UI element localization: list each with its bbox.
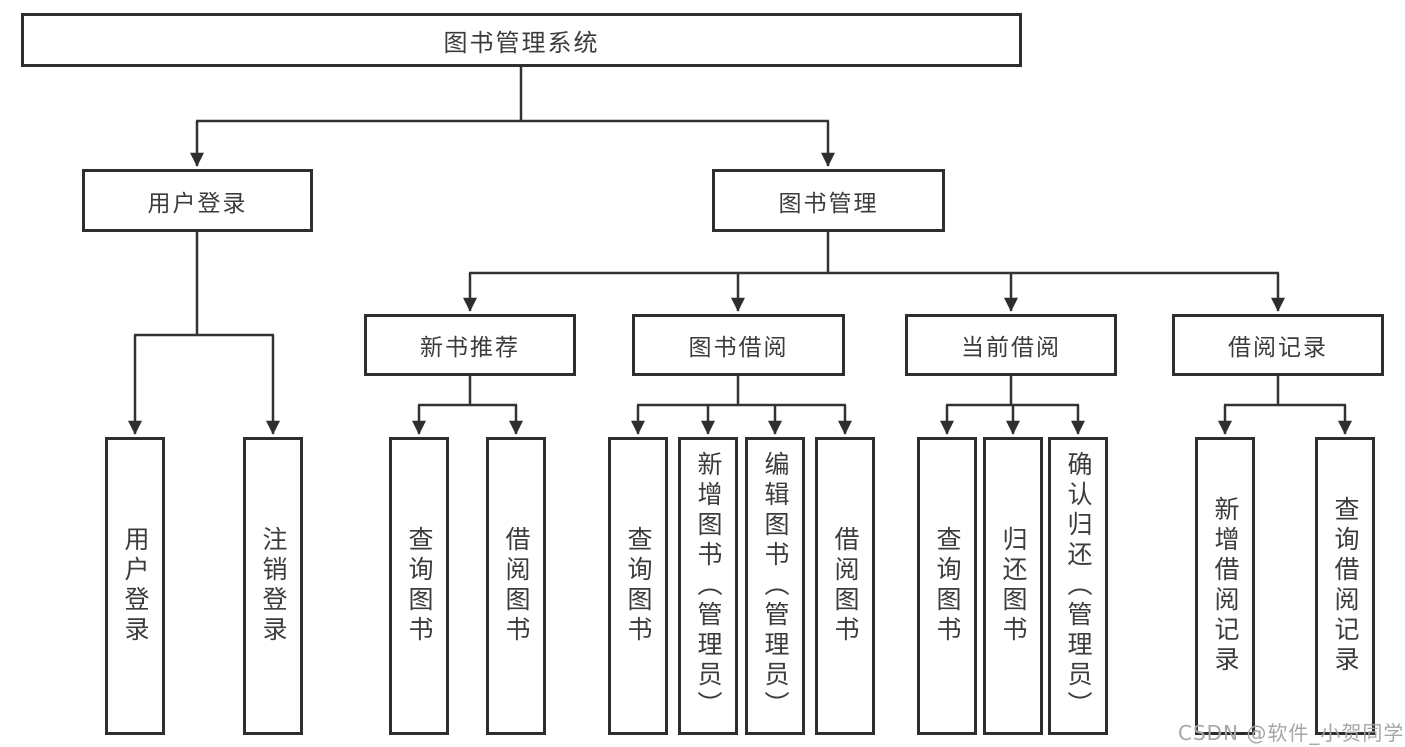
node-library-system: 图书管理系统 <box>21 13 1022 67</box>
leaf-add-book-admin: 新增图书（管理员） <box>678 437 738 735</box>
leaf-confirm-return-admin: 确认归还（管理员） <box>1048 437 1108 735</box>
leaf-borrow-books: 借阅图书 <box>815 437 875 735</box>
leaf-query-books-borrow: 查询图书 <box>608 437 668 735</box>
leaf-edit-book-admin: 编辑图书（管理员） <box>745 437 805 735</box>
leaf-query-borrow-record: 查询借阅记录 <box>1315 437 1375 735</box>
node-book-borrowing: 图书借阅 <box>632 314 845 376</box>
leaf-logout: 注销登录 <box>243 437 303 735</box>
leaf-add-borrow-record: 新增借阅记录 <box>1195 437 1255 735</box>
node-book-management: 图书管理 <box>712 169 945 232</box>
leaf-return-books: 归还图书 <box>983 437 1043 735</box>
leaf-borrow-books-recommend: 借阅图书 <box>486 437 546 735</box>
node-user-login: 用户登录 <box>82 169 313 232</box>
node-new-book-recommend: 新书推荐 <box>364 314 576 376</box>
node-borrowing-records: 借阅记录 <box>1172 314 1384 376</box>
node-current-borrowing: 当前借阅 <box>905 314 1117 376</box>
leaf-query-books-current: 查询图书 <box>917 437 977 735</box>
leaf-user-login: 用户登录 <box>105 437 165 735</box>
csdn-watermark: CSDN @软件_小贺同学 <box>1178 721 1405 745</box>
leaf-query-books-recommend: 查询图书 <box>389 437 449 735</box>
